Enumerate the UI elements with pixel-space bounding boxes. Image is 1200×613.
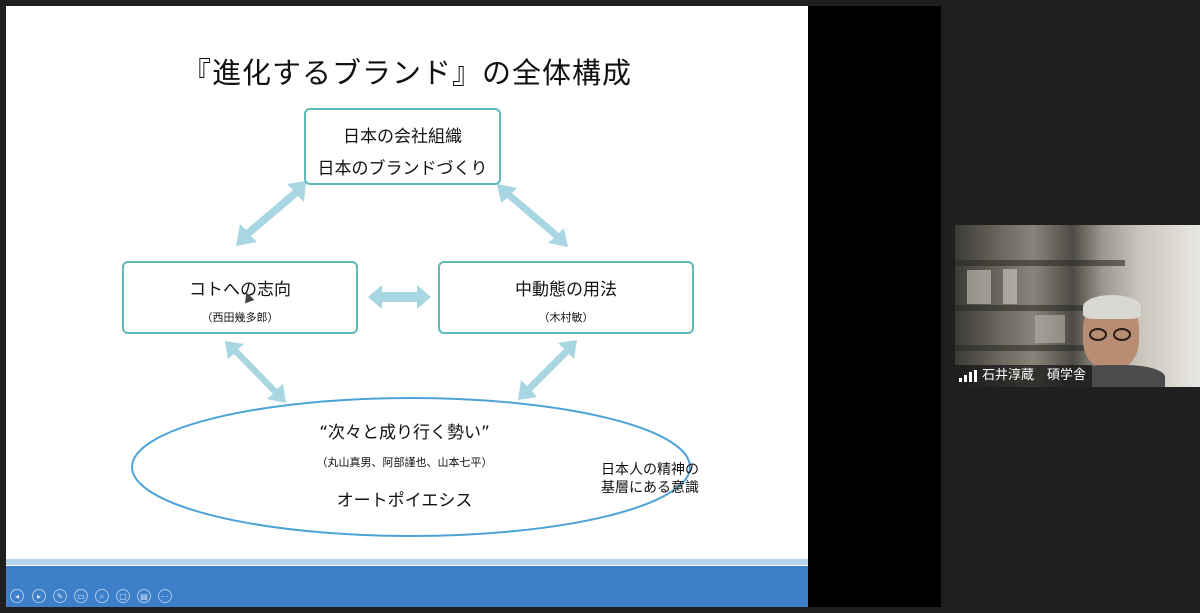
- participant-name: 石井淳蔵 碩学舎: [982, 368, 1087, 383]
- pen-icon[interactable]: ✎: [53, 589, 67, 603]
- ellipse-quote: “次々と成り行く勢い”: [319, 423, 490, 443]
- box-japanese-company: 日本の会社組織 日本のブランドづくり: [304, 108, 501, 185]
- participant-nametag: 石井淳蔵 碩学舎: [955, 365, 1093, 387]
- presentation-slide: 『進化するブランド』の全体構成 日本の会社組織 日本のブランドづくり コトへの志…: [6, 6, 808, 607]
- arrow-top-right: [497, 184, 568, 247]
- zoom-icon[interactable]: ⌕: [95, 589, 109, 603]
- annotation-line1: 日本人の精神の: [601, 462, 699, 478]
- ellipse-authors: （丸山真男、阿部謹也、山本七平）: [316, 456, 493, 469]
- diagram-arrows: [131, 181, 691, 537]
- footer-accent-line: [6, 559, 808, 565]
- screen-icon[interactable]: ▤: [137, 589, 151, 603]
- slide-title: 『進化するブランド』の全体構成: [181, 56, 632, 90]
- annotation: 日本人の精神の 基層にある意識: [584, 461, 716, 497]
- box-middle-voice: 中動態の用法 （木村敏）: [438, 261, 694, 334]
- box-left-main: コトへの志向: [189, 280, 291, 300]
- box-top-line1: 日本の会社組織: [343, 127, 462, 147]
- box-left-sub: （西田幾多郎）: [201, 311, 279, 324]
- share-black-area: [808, 6, 941, 607]
- participant-video[interactable]: [955, 225, 1200, 387]
- box-right-main: 中動態の用法: [515, 280, 617, 300]
- person-hair: [1083, 295, 1141, 319]
- autopoiesis-ellipse: [131, 397, 691, 537]
- pages-icon[interactable]: ▭: [74, 589, 88, 603]
- annotation-line2: 基層にある意識: [601, 480, 699, 496]
- more-icon[interactable]: ⋯: [158, 589, 172, 603]
- arrow-middle: [368, 285, 431, 309]
- box-koto-orientation: コトへの志向 （西田幾多郎）: [122, 261, 358, 334]
- box-top-line2: 日本のブランドづくり: [317, 159, 488, 179]
- arrow-bottom-right: [518, 340, 577, 400]
- signal-bars-icon: [959, 370, 977, 382]
- ellipse-term: オートポイエシス: [336, 491, 473, 511]
- next-icon[interactable]: ▸: [32, 589, 46, 603]
- arrow-top-left: [236, 181, 306, 246]
- arrow-bottom-left: [225, 341, 286, 403]
- glasses: [1089, 328, 1135, 342]
- prev-icon[interactable]: ◂: [10, 589, 24, 603]
- subtitle-icon[interactable]: ▢: [116, 589, 130, 603]
- box-right-sub: （木村敏）: [538, 311, 594, 324]
